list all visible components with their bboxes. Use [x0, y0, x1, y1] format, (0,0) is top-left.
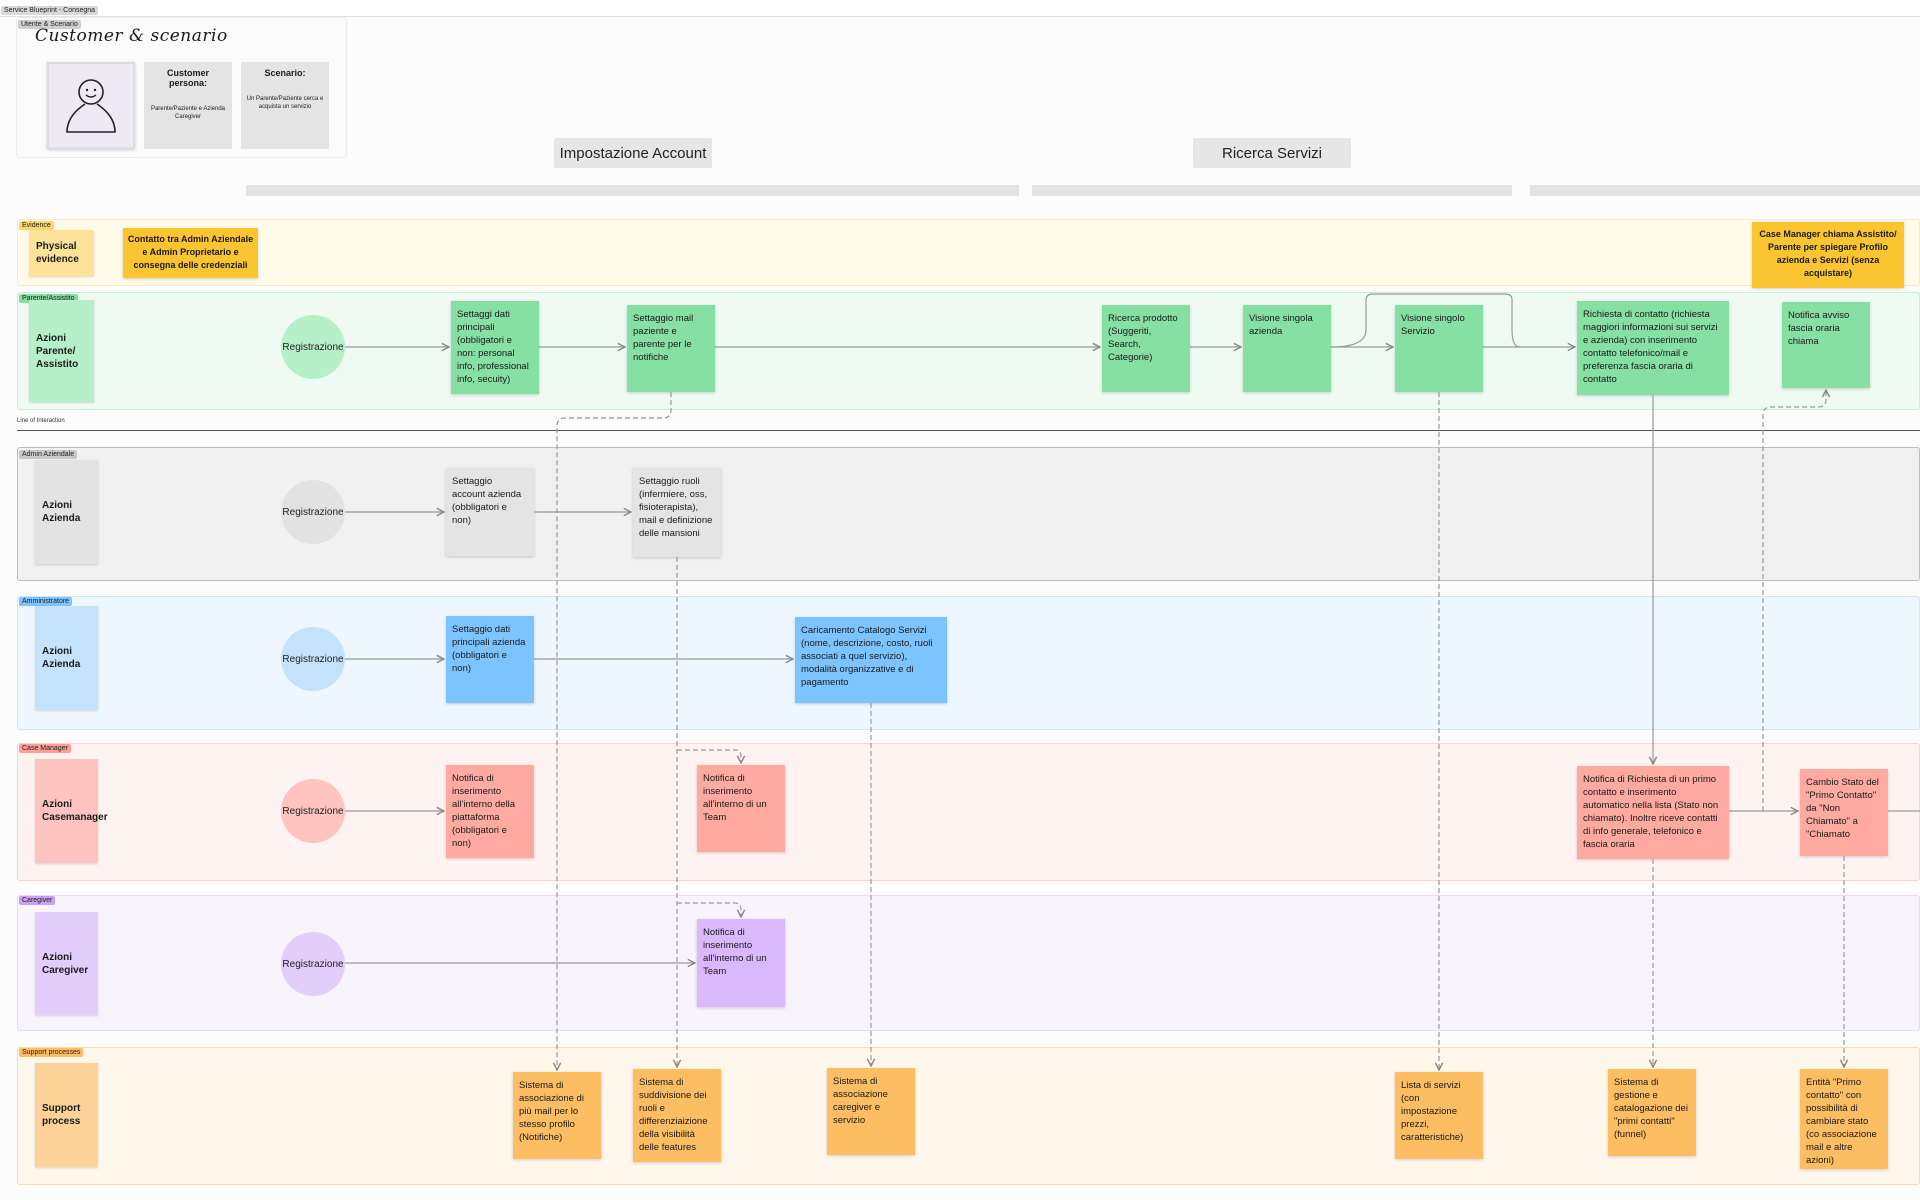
dash-casemanager-to-notifica — [1762, 390, 1826, 811]
line-of-interaction — [17, 430, 1920, 431]
lane-support-tag: Support processes — [19, 1048, 84, 1057]
support-card-associazione-caregiver[interactable]: Sistema di associazione caregiver e serv… — [827, 1068, 915, 1155]
caregiver-card-notifica-team[interactable]: Notifica di inserimento all'interno di u… — [697, 919, 785, 1007]
parente-card-settaggio-mail[interactable]: Settaggio mail paziente e parente per le… — [627, 305, 715, 392]
case-manager-card-notifica-piattaforma[interactable]: Notifica di inserimento all'interno dell… — [446, 765, 534, 858]
scenario-card[interactable]: Scenario: Un Parente/Paziente cerca e ac… — [241, 62, 329, 149]
dash-mail-to-support — [557, 392, 672, 1070]
lane-support — [17, 1047, 1920, 1185]
persona-avatar-card[interactable] — [47, 62, 135, 149]
parente-card-ricerca-prodotto[interactable]: Ricerca prodotto (Suggeriti, Search, Cat… — [1102, 305, 1190, 392]
scenario-text: Un Parente/Paziente cerca e acquista un … — [246, 96, 324, 110]
parente-registrazione[interactable]: Registrazione — [281, 315, 345, 379]
lane-evidence-label: Physical evidence — [29, 230, 94, 276]
phase-impostazione-account[interactable]: Impostazione Account — [554, 138, 712, 168]
person-outline-icon — [66, 79, 116, 133]
support-card-gestione-primi-contatti[interactable]: Sistema di gestione e catalogazione dei … — [1608, 1069, 1696, 1156]
amministratore-card-settaggio-dati[interactable]: Settaggio dati principali azienda (obbli… — [446, 616, 534, 703]
lane-caregiver-tag: Caregiver — [19, 896, 56, 905]
lane-admin-aziendale-tag: Admin Aziendale — [19, 450, 78, 459]
admin-card-settaggio-account[interactable]: Settaggio account azienda (obbligatori e… — [446, 468, 534, 556]
support-card-associazione-mail[interactable]: Sistema di associazione di più mail per … — [513, 1072, 601, 1159]
admin-card-settaggio-ruoli[interactable]: Settaggio ruoli (infermiere, oss, fisiot… — [633, 468, 721, 557]
lane-parente-tag: Parente/Assistito — [19, 294, 78, 303]
frame-title-tag: Service Blueprint - Consegna — [1, 6, 99, 15]
case-manager-registrazione[interactable]: Registrazione — [281, 779, 345, 843]
case-manager-card-cambio-stato[interactable]: Cambio Stato del "Primo Contatto" da "No… — [1800, 769, 1888, 856]
parente-card-visione-servizio[interactable]: Visione singolo Servizio — [1395, 305, 1483, 392]
customer-section-title: Customer & scenario — [35, 26, 228, 46]
dash-ruoli-to-cg-team — [677, 902, 741, 917]
admin-aziendale-registrazione[interactable]: Registrazione — [281, 480, 345, 544]
customer-section-tag: Utente & Scenario — [18, 20, 81, 29]
lane-parente-label: Azioni Parente/ Assistito — [29, 300, 94, 402]
customer-persona-title: Customer persona: — [166, 68, 209, 88]
support-card-entita-primo-contatto[interactable]: Entità "Primo contatto" con possibilità … — [1800, 1069, 1888, 1169]
evidence-card-case-manager-chiama[interactable]: Case Manager chiama Assistito/ Parente p… — [1752, 222, 1904, 288]
lane-admin-aziendale-label: Azioni Azienda — [35, 460, 98, 564]
phase-bar-ricerca — [1032, 185, 1512, 196]
line-of-interaction-label: Line of Interaction — [17, 418, 65, 424]
lane-evidence-tag: Evidence — [19, 221, 54, 230]
lane-amministratore-tag: Amministratore — [19, 597, 73, 606]
support-card-lista-servizi[interactable]: Lista di servizi (con impostazione prezz… — [1395, 1072, 1483, 1159]
case-manager-card-richiesta-contatto[interactable]: Notifica di Richiesta di un primo contat… — [1577, 766, 1729, 859]
phase-ricerca-servizi[interactable]: Ricerca Servizi — [1193, 138, 1351, 168]
phase-bar-impostazione — [246, 185, 1019, 196]
flow-parente-loop — [1330, 293, 1521, 348]
evidence-card-credenziali[interactable]: Contatto tra Admin Aziendale e Admin Pro… — [123, 228, 258, 278]
support-card-suddivisione-ruoli[interactable]: Sistema di suddivisione dei ruoli e diff… — [633, 1069, 721, 1162]
lane-case-manager-label: Azioni Casemanager — [35, 759, 108, 863]
parente-card-notifica-avviso[interactable]: Notifica avviso fascia oraria chiama — [1782, 302, 1870, 388]
lane-amministratore-label: Azioni Azienda — [35, 606, 98, 710]
amministratore-card-caricamento-catalogo[interactable]: Caricamento Catalogo Servizi (nome, desc… — [795, 617, 947, 703]
dash-ruoli-to-cm-team — [677, 749, 741, 763]
case-manager-card-notifica-team[interactable]: Notifica di inserimento all'interno di u… — [697, 765, 785, 852]
parente-card-richiesta-contatto[interactable]: Richiesta di contatto (richiesta maggior… — [1577, 301, 1729, 395]
lane-support-label: Support process — [35, 1063, 98, 1167]
phase-bar-next — [1530, 185, 1920, 196]
customer-persona-text: Parente/Paziente e Azienda Caregiver — [150, 106, 226, 120]
caregiver-registrazione[interactable]: Registrazione — [281, 932, 345, 996]
customer-persona-card[interactable]: Customer persona: Parente/Paziente e Azi… — [144, 62, 232, 149]
amministratore-registrazione[interactable]: Registrazione — [281, 627, 345, 691]
lane-caregiver-label: Azioni Caregiver — [35, 912, 98, 1015]
parente-card-settaggi-dati[interactable]: Settaggi dati principali (obbligatori e … — [451, 301, 539, 394]
lane-case-manager-tag: Case Manager — [19, 744, 71, 753]
lane-evidence — [17, 219, 1920, 286]
parente-card-visione-azienda[interactable]: Visione singola azienda — [1243, 305, 1331, 392]
scenario-title: Scenario: — [264, 68, 306, 78]
